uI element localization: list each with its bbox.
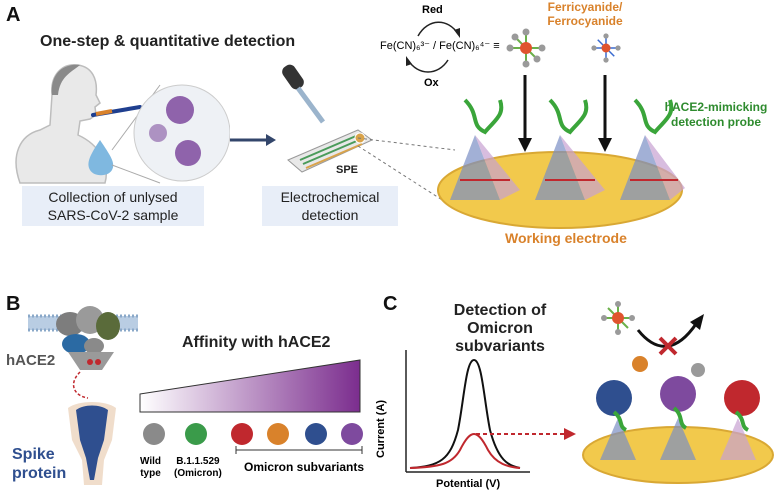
spike-line1: Spike	[12, 446, 55, 463]
dna-probe	[450, 98, 520, 200]
person-hair	[51, 64, 80, 95]
flow-arrow-icon	[230, 134, 276, 146]
virus-icon	[724, 380, 760, 416]
probe-line1: hACE2-mimicking	[664, 100, 768, 114]
spe-label: SPE	[336, 164, 358, 176]
redox-molecule-icon	[506, 28, 546, 68]
hace2-spike-illustration	[28, 306, 138, 485]
redox-molecules	[506, 28, 621, 68]
panel-c-title-line2: Omicron subvariants	[455, 320, 545, 355]
y-axis-label: Current (A)	[375, 399, 387, 458]
swab-tip	[95, 109, 113, 116]
x-axis-label: Potential (V)	[436, 478, 501, 490]
wild-line2: type	[140, 468, 161, 479]
dna-probe	[600, 410, 636, 460]
panel-a-letter: A	[6, 4, 21, 26]
virus-subvariant-icon	[341, 423, 363, 445]
wild-line1: Wild	[140, 456, 162, 467]
virus-icon	[660, 376, 696, 412]
omicron-line1: B.1.1.529	[176, 456, 220, 467]
panel-c-title: Detection of Omicron subvariants	[420, 302, 580, 356]
working-electrode-illustration	[437, 75, 685, 229]
virus-subvariant-icon	[231, 423, 253, 445]
redox-molecule-icon	[591, 33, 621, 63]
droplet-icon	[88, 140, 114, 176]
virus-wild-type-icon	[143, 423, 165, 445]
virus-icon	[596, 380, 632, 416]
dna-probe	[720, 410, 756, 460]
virus-subvariant-icon	[267, 423, 289, 445]
panel-c-letter: C	[383, 293, 398, 315]
probe-line2: detection probe	[670, 115, 761, 129]
step2-label: Electrochemical detection	[262, 186, 398, 226]
dropper-bulb	[282, 64, 304, 90]
step1-line1: Collection of unlysed	[48, 189, 178, 205]
ox-label: Ox	[424, 77, 439, 89]
virus-subvariant-icon	[305, 423, 327, 445]
spike-label: Spike protein	[12, 445, 66, 483]
spike-line2: protein	[12, 465, 67, 482]
omicron-line2: (Omicron)	[174, 468, 222, 479]
spike-protein	[76, 405, 108, 480]
hace2-label: hACE2	[6, 352, 56, 369]
curve-high	[409, 358, 521, 469]
step1-label: Collection of unlysed SARS-CoV-2 sample	[22, 186, 204, 226]
virus-icon	[149, 124, 167, 142]
redox-cycle-arrows	[406, 21, 460, 73]
omicron-label: B.1.1.529 (Omicron)	[174, 456, 222, 480]
electrode-label: Working electrode	[505, 230, 627, 246]
ferri-line2: Ferrocyanide	[547, 14, 623, 28]
dna-probe	[535, 98, 605, 200]
variant-viruses	[143, 423, 363, 454]
sample-collection-illustration	[15, 64, 230, 184]
dropper-tube	[295, 86, 326, 124]
red-label: Red	[422, 4, 443, 16]
panel-a-title: One-step & quantitative detection	[40, 33, 296, 50]
redox-couple-label: Fe(CN)₆³⁻ / Fe(CN)₆⁴⁻ ≡	[380, 40, 500, 52]
zoom-dashed-lines	[357, 137, 456, 206]
person-silhouette	[15, 64, 107, 184]
ferri-label: Ferricyanide/ Ferrocyanide	[530, 0, 640, 28]
magnified-sample-circle	[133, 84, 230, 182]
virus-icon	[691, 363, 705, 377]
step2-line2: detection	[301, 207, 359, 223]
voltammogram-plot	[405, 350, 576, 473]
wild-type-label: Wild type	[140, 456, 161, 480]
probe-label: hACE2-mimicking detection probe	[660, 100, 772, 130]
affinity-title: Affinity with hACE2	[182, 334, 331, 351]
dna-probe	[620, 98, 685, 200]
panel-b-letter: B	[6, 293, 21, 315]
virus-omicron-icon	[185, 423, 207, 445]
virus-icon	[175, 140, 201, 166]
virus-icon	[166, 96, 194, 124]
virus-icon	[632, 356, 648, 372]
panel-c-title-line1: Detection of	[453, 302, 547, 319]
curve-low	[409, 432, 521, 469]
redox-molecule-icon	[601, 301, 635, 335]
step2-line1: Electrochemical	[280, 189, 380, 205]
step1-line2: SARS-CoV-2 sample	[47, 207, 179, 223]
bound-virus-electrode	[582, 301, 774, 484]
ferri-line1: Ferricyanide/	[547, 0, 623, 14]
affinity-gradient	[139, 359, 361, 413]
dna-probe	[660, 406, 696, 460]
subvariants-label: Omicron subvariants	[244, 460, 365, 474]
